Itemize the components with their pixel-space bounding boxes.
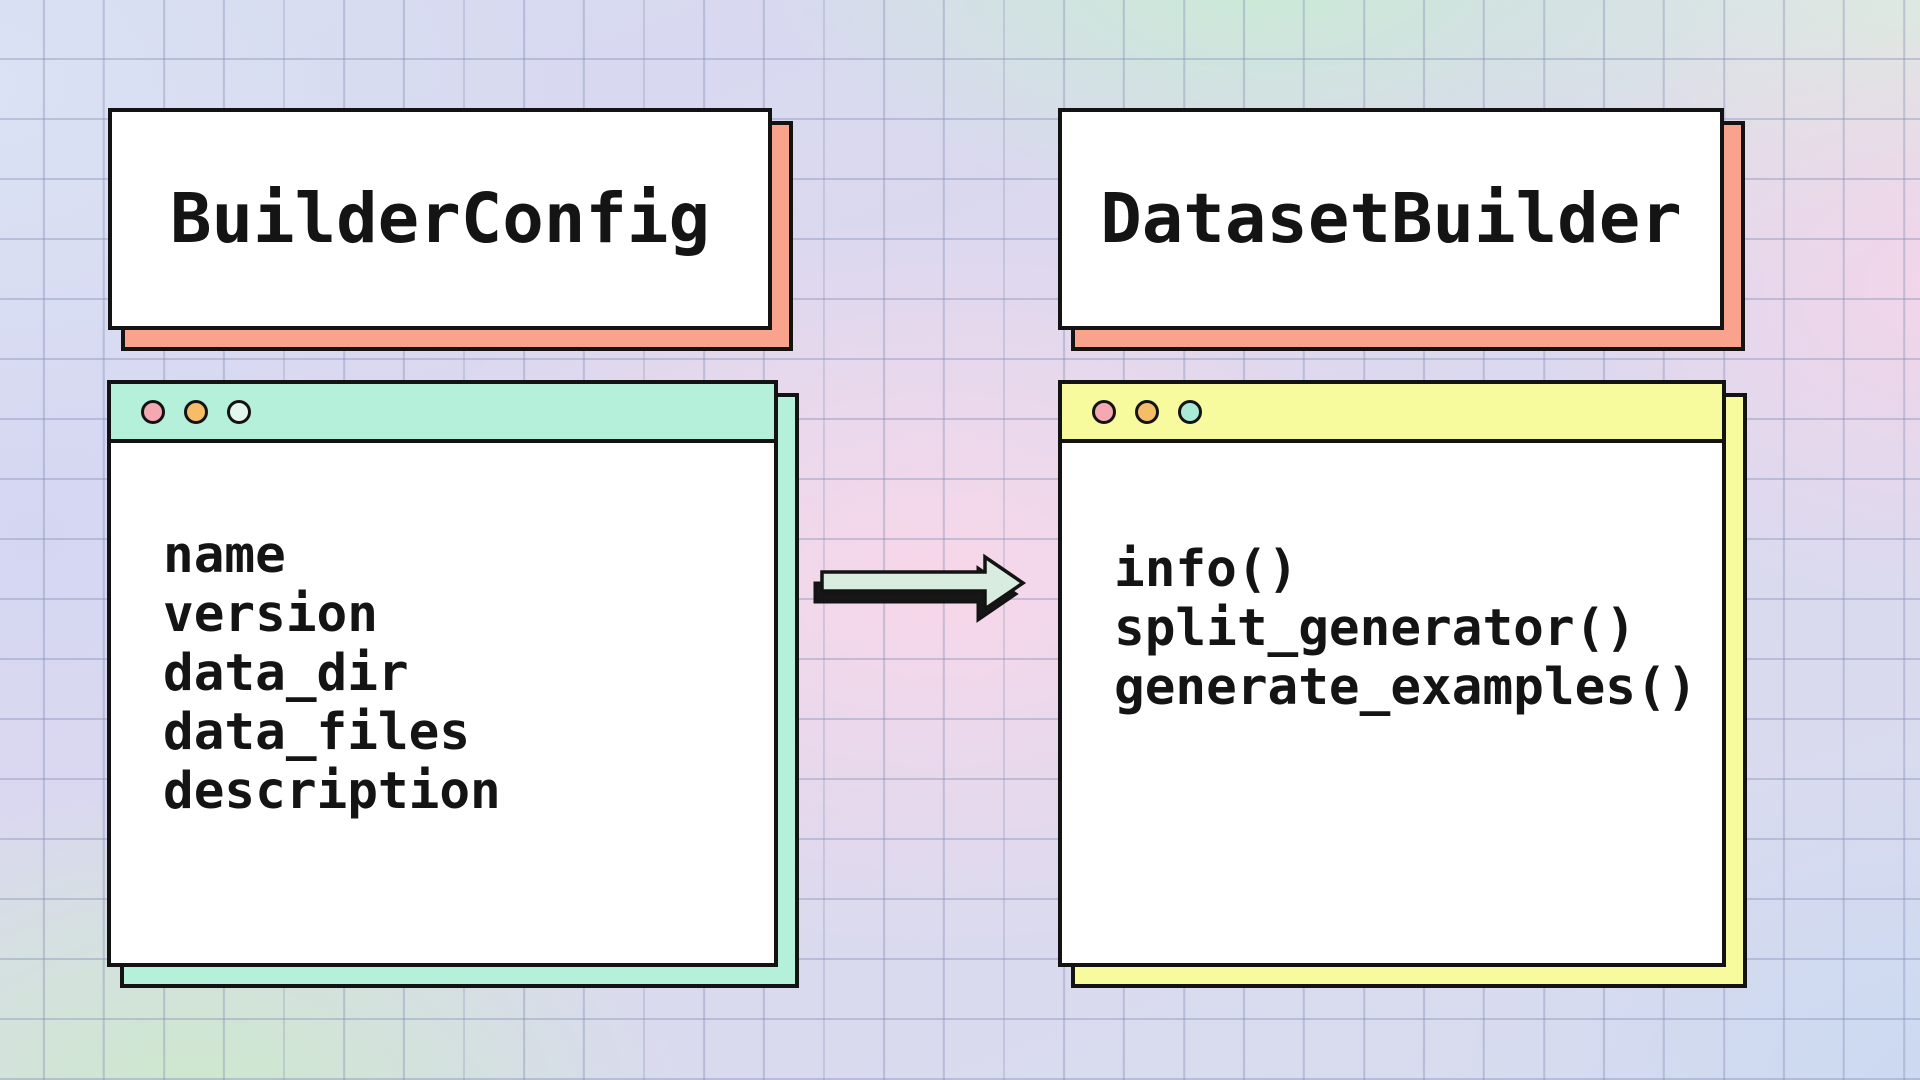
builderconfig-title: BuilderConfig bbox=[169, 179, 711, 259]
attribute-version: version bbox=[163, 585, 378, 644]
attribute-data-files: data_files bbox=[163, 703, 471, 762]
window-titlebar bbox=[1062, 384, 1722, 443]
datasetbuilder-title: DatasetBuilder bbox=[1100, 179, 1682, 259]
traffic-light-maximize-icon bbox=[1178, 399, 1202, 424]
flow-arrow-icon bbox=[813, 553, 1027, 623]
window-titlebar bbox=[111, 384, 774, 443]
traffic-light-close-icon bbox=[1092, 399, 1116, 424]
method-generate-examples: generate_examples() bbox=[1114, 658, 1698, 717]
attribute-description: description bbox=[163, 762, 501, 821]
datasetbuilder-method-list: info() split_generator() generate_exampl… bbox=[1062, 443, 1722, 717]
builderconfig-window: name version data_dir data_files descrip… bbox=[107, 380, 799, 988]
traffic-light-maximize-icon bbox=[227, 399, 251, 424]
attribute-name: name bbox=[163, 526, 286, 585]
datasetbuilder-title-card: DatasetBuilder bbox=[1058, 108, 1745, 351]
attribute-data-dir: data_dir bbox=[163, 644, 409, 703]
arrow-body-shape bbox=[820, 553, 1027, 613]
builderconfig-title-card: BuilderConfig bbox=[108, 108, 793, 351]
traffic-light-close-icon bbox=[141, 399, 165, 424]
builderconfig-attribute-list: name version data_dir data_files descrip… bbox=[111, 443, 774, 821]
method-split-generator: split_generator() bbox=[1114, 599, 1636, 658]
traffic-light-minimize-icon bbox=[184, 399, 208, 424]
method-info: info() bbox=[1114, 540, 1299, 599]
traffic-light-minimize-icon bbox=[1135, 399, 1159, 424]
datasetbuilder-window: info() split_generator() generate_exampl… bbox=[1058, 380, 1747, 988]
